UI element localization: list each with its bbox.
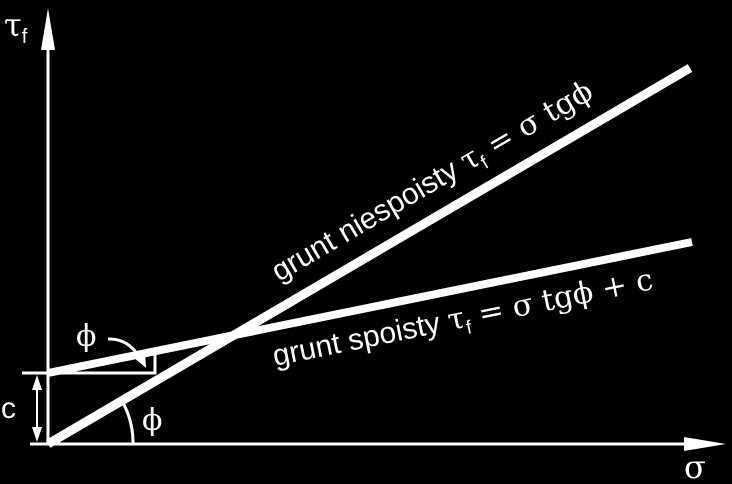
cohesionless-envelope-line [45, 64, 693, 448]
y-axis-label: τf [4, 6, 28, 48]
y-axis-arrowhead [41, 8, 55, 50]
phi-leader-arrowhead [133, 351, 146, 368]
phi-label-triangle: ϕ [76, 319, 96, 354]
angle-arc-origin [120, 400, 135, 445]
phi-label-origin: ϕ [142, 403, 162, 438]
cohesive-envelope-line [47, 238, 693, 377]
cohesion-marker [22, 371, 52, 442]
axes [30, 8, 726, 451]
y-axis-label-subscript: f [22, 26, 28, 48]
x-axis-label: σ [684, 448, 706, 484]
cohesion-arrow-down [32, 427, 42, 442]
cohesion-arrow-up [32, 375, 42, 390]
cohesionless-line-label: grunt niespoisty τf = σ tgϕ [265, 74, 601, 293]
cohesion-label: c [1, 392, 16, 425]
x-axis-arrowhead [684, 437, 726, 451]
